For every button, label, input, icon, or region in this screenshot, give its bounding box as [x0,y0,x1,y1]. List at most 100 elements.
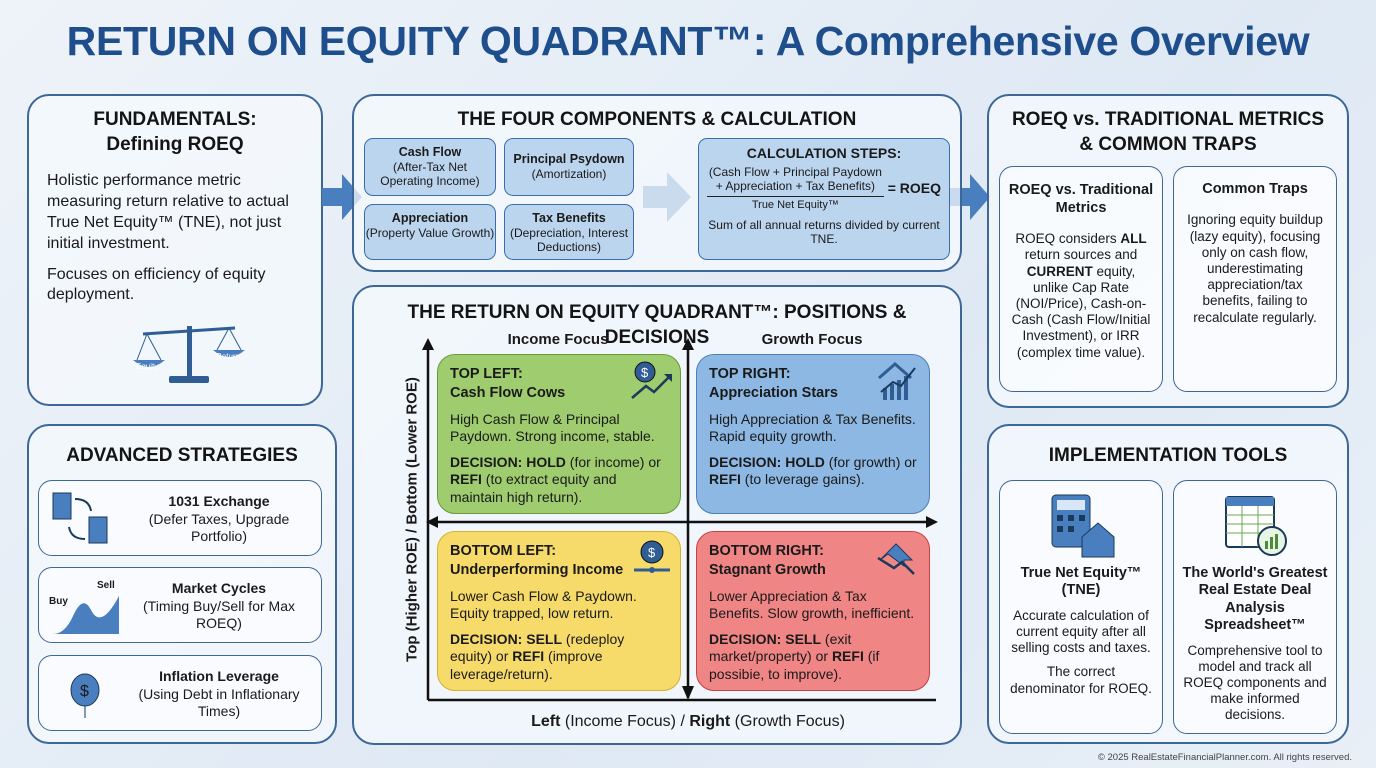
buy-label: Buy [49,596,68,607]
quadrant-decision: DECISION: HOLD (for growth) or REFI (to … [709,453,917,488]
quadrant-decision: DECISION: SELL (exit market/property) or… [709,630,880,682]
advanced-heading: ADVANCED STRATEGIES [66,445,298,466]
calc-numerator: (Cash Flow + Principal Paydown + Appreci… [707,165,884,197]
growth-focus-label: Growth Focus [761,331,863,348]
traditional-heading: ROEQ vs. TRADITIONAL METRICS [1011,109,1325,130]
quadrant-title: Underperforming Income [450,561,624,578]
quadrant-heading: THE RETURN ON EQUITY QUADRANT™: POSITION… [407,302,907,348]
common-traps-card: Common Traps Ignoring equity buildup (la… [1173,166,1337,392]
scale-equity-label: Equity [136,362,159,371]
quadrant-desc: High Cash Flow & Principal Paydown. Stro… [450,410,655,445]
quadrant-title: Appreciation Stars [709,384,838,401]
card-text: Ignoring equity buildup (lazy equity), f… [1187,212,1323,325]
calc-heading: CALCULATION STEPS: [746,145,902,161]
strategy-title: Market Cycles [171,580,267,596]
quadrant-bottom-right: BOTTOM RIGHT: Stagnant Growth Lower Appre… [696,531,930,691]
quadrant-position: BOTTOM RIGHT: [709,543,824,559]
tool-deal-analysis-spreadsheet: The World's Greatest Real Estate Deal An… [1173,480,1337,734]
house-growth-icon [878,362,916,400]
building-exchange-icon [52,492,108,544]
strategy-inflation-leverage: $ Inflation Leverage(Using Debt in Infla… [38,655,322,731]
strategy-desc: (Using Debt in Inflationary Times) [138,685,300,720]
svg-text:$: $ [641,365,649,380]
component-desc: (After-Tax Net Operating Income) [380,160,480,189]
arrow-right-icon [950,174,990,220]
quadrant-bottom-left: BOTTOM LEFT: Underperforming Income Lower… [437,531,681,691]
scale-return-label: Return [216,352,241,361]
strategy-desc: (Timing Buy/Sell for Max ROEQ) [143,597,295,632]
calculation-steps-box: CALCULATION STEPS: (Cash Flow + Principa… [698,138,950,260]
strategy-market-cycles: Buy Sell Market Cycles(Timing Buy/Sell f… [38,567,322,643]
footer-copyright: © 2025 RealEstateFinancialPlanner.com. A… [1097,752,1352,763]
component-principal-paydown: Principal Psydown(Amortization) [504,138,634,196]
x-label-text: (Growth Focus) [730,713,845,730]
component-title: Principal Psydown [513,152,625,166]
component-tax-benefits: Tax Benefits(Depreciation, Interest Dedu… [504,204,634,260]
x-label-text: (Income Focus) / [560,713,690,730]
fundamentals-panel: FUNDAMENTALS: Defining ROEQ Holistic perf… [27,94,323,406]
quadrant-desc: Lower Cash Flow & Paydown. Equity trappe… [450,587,637,622]
roeq-vs-traditional-card: ROEQ vs. Traditional Metrics ROEQ consid… [999,166,1163,392]
market-cycle-icon [53,596,119,634]
income-focus-label: Income Focus [507,331,609,348]
strategy-title: 1031 Exchange [168,493,270,509]
svg-text:$: $ [648,545,656,560]
quadrant-title: Cash Flow Cows [450,384,566,401]
fundamentals-text: Holistic performance metric measuring re… [47,172,289,252]
cash-growth-icon: $ [631,361,672,399]
calc-denominator: True Net Equity™ [751,198,839,211]
sell-label: Sell [97,580,115,591]
card-title: Common Traps [1202,181,1308,197]
page-title: RETURN ON EQUITY QUADRANT™: A Comprehens… [66,18,1310,64]
svg-text:$: $ [80,683,89,700]
quadrant-desc: Lower Appreciation & Tax Benefits. Slow … [709,587,915,622]
components-heading: THE FOUR COMPONENTS & CALCULATION [457,109,857,130]
fundamentals-text-2: Focuses on efficiency of equity deployme… [47,265,266,304]
quadrant-decision: DECISION: SELL (redeploy equity) or REFI… [450,630,625,682]
component-desc: (Depreciation, Interest Deductions) [509,226,629,255]
calc-note: Sum of all annual returns divided by cur… [708,217,940,247]
component-title: Tax Benefits [532,211,606,225]
component-title: Cash Flow [398,145,462,159]
quadrant-position: TOP RIGHT: [709,366,791,382]
tool-true-net-equity: True Net Equity™ (TNE) Accurate calculat… [999,480,1163,734]
calculator-house-icon [1051,494,1115,558]
fundamentals-subheading: Defining ROEQ [106,133,244,155]
strategy-title: Inflation Leverage [159,668,279,684]
x-axis-label: Left (Income Focus) / Right (Growth Focu… [438,713,938,731]
quadrant-position: TOP LEFT: [450,366,523,382]
y-axis-label: Top (Higher ROE) / Bottom (Lower ROE) [403,377,421,662]
quadrant-top-left: TOP LEFT: Cash Flow Cows High Cash Flow &… [437,354,681,514]
quadrant-top-right: TOP RIGHT: Appreciation Stars High Apprec… [696,354,930,514]
component-cash-flow: Cash Flow(After-Tax Net Operating Income… [364,138,496,196]
quadrant-decision: DECISION: HOLD (for income) or REFI (to … [450,453,661,505]
card-title: ROEQ vs. Traditional Metrics [1008,182,1154,217]
tool-desc-2: The correct denominator for ROEQ. [1010,664,1152,696]
quadrant-title: Stagnant Growth [709,561,826,578]
traditional-subheading: & COMMON TRAPS [1079,133,1257,155]
tool-desc: Accurate calculation of current equity a… [1011,607,1151,656]
tool-title: True Net Equity™ (TNE) [1020,565,1142,599]
component-appreciation: Appreciation(Property Value Growth) [364,204,496,260]
tool-title: The World's Greatest Real Estate Deal An… [1182,565,1328,634]
component-desc: (Property Value Growth) [365,226,495,240]
quadrant-desc: High Appreciation & Tax Benefits. Rapid … [709,410,916,445]
strategy-1031-exchange: 1031 Exchange(Defer Taxes, Upgrade Portf… [38,480,322,556]
inflation-balloon-icon: $ [70,673,100,718]
strategy-desc: (Defer Taxes, Upgrade Portfolio) [148,510,290,545]
flat-dollar-icon: $ [634,540,670,573]
house-decline-icon [877,543,915,575]
quadrant-axes [422,338,938,702]
x-label-right: Right [689,713,731,730]
card-text: ROEQ considers ALL return sources and CU… [1011,231,1151,360]
calc-result: = ROEQ [887,179,941,196]
tools-heading: IMPLEMENTATION TOOLS [1048,445,1288,466]
component-title: Appreciation [391,211,469,225]
fundamentals-heading: FUNDAMENTALS: [93,109,257,130]
component-desc: (Amortization) [531,167,607,181]
quadrant-position: BOTTOM LEFT: [450,543,557,559]
x-label-left: Left [531,713,561,730]
tool-desc: Comprehensive tool to model and track al… [1183,642,1327,723]
spreadsheet-chart-icon [1225,496,1287,556]
balance-scale-icon [133,326,245,383]
